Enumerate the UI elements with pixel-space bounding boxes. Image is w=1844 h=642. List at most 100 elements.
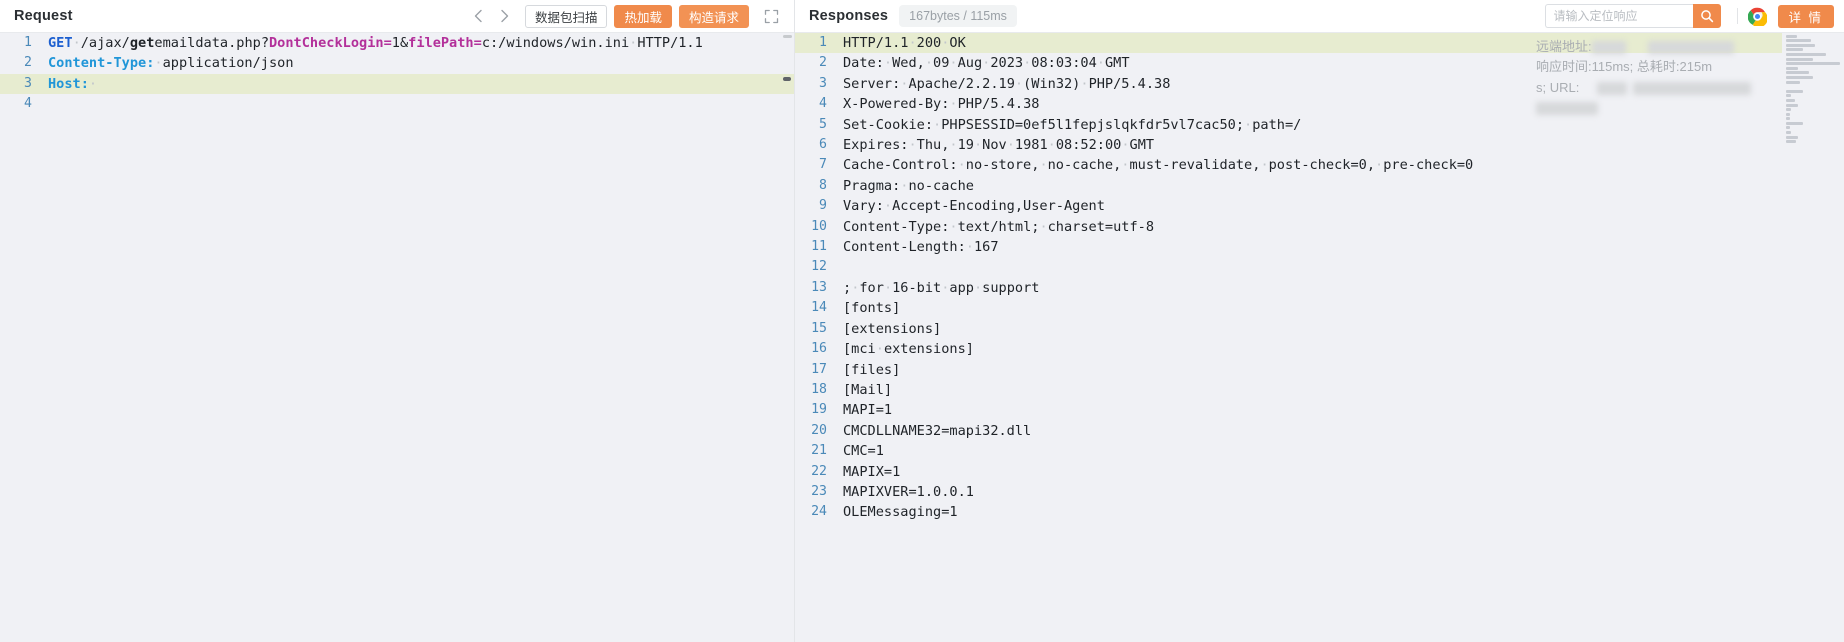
minimap-line xyxy=(1786,131,1792,135)
line-content: GET·/ajax/getemaildata.php?DontCheckLogi… xyxy=(48,33,794,53)
minimap-line xyxy=(1786,57,1814,61)
response-code-line: 12 xyxy=(795,257,1844,277)
line-number: 19 xyxy=(811,402,827,418)
line-content: ;·for·16-bit·app·support xyxy=(843,279,1040,296)
code-token: c:/windows/win.ini xyxy=(481,35,630,51)
code-token: HTTP/1.1 xyxy=(637,35,703,51)
line-number: 22 xyxy=(811,463,827,479)
response-code-line: 15[extensions] xyxy=(795,319,1844,339)
response-code-line: 4 X-Powered-By:·PHP/5.4.38 xyxy=(795,94,1844,114)
space-dot: · xyxy=(941,35,950,51)
line-number: 14 xyxy=(811,300,827,316)
line-content: Content-Type:·application/json xyxy=(48,53,794,73)
line-number: 6 xyxy=(819,137,827,153)
space-dot: · xyxy=(1047,137,1056,154)
response-panel-header: Responses 167bytes / 115ms xyxy=(795,0,1844,33)
line-content: [extensions] xyxy=(843,320,942,337)
line-content: Host:· xyxy=(48,74,794,94)
response-search-group xyxy=(1544,4,1721,28)
space-dot: · xyxy=(1260,157,1269,174)
line-content: MAPI=1 xyxy=(843,402,893,419)
hot-reload-button[interactable]: 热加载 xyxy=(614,4,672,28)
space-dot: · xyxy=(1244,116,1253,133)
line-number: 9 xyxy=(819,198,827,214)
line-content: OLEMessaging=1 xyxy=(843,504,958,521)
packet-scan-button[interactable]: 数据包扫描 xyxy=(524,4,608,28)
space-dot: · xyxy=(851,279,860,296)
line-number: 4 xyxy=(24,96,32,112)
response-code-line: 13 ;·for·16-bit·app·support xyxy=(795,278,1844,298)
space-dot: · xyxy=(1006,137,1015,154)
request-scroll-indicator[interactable] xyxy=(783,35,792,38)
line-number: 24 xyxy=(811,504,827,520)
code-token: /ajax/ xyxy=(80,35,130,51)
space-dot: · xyxy=(1121,137,1130,154)
space-dot: · xyxy=(875,341,884,358)
response-code-line: 18 [Mail] xyxy=(795,380,1844,400)
space-dot: · xyxy=(949,137,958,154)
line-number: 12 xyxy=(811,259,827,275)
line-content: Content-Length:·167 xyxy=(843,239,999,256)
line-number: 11 xyxy=(811,239,827,255)
response-panel-title: Responses xyxy=(809,8,889,24)
space-dot: · xyxy=(883,55,893,72)
space-dot: · xyxy=(973,137,983,154)
line-content: [fonts] xyxy=(843,300,901,317)
space-dot: · xyxy=(1096,55,1105,72)
space-dot: · xyxy=(1014,75,1024,92)
line-number: 17 xyxy=(811,361,827,377)
line-number: 18 xyxy=(811,381,827,397)
header-divider xyxy=(1736,8,1738,24)
line-number: 4 xyxy=(819,96,827,112)
space-dot: · xyxy=(900,75,909,92)
space-dot: · xyxy=(924,55,934,72)
expand-fullscreen-icon[interactable] xyxy=(758,3,784,29)
space-dot: · xyxy=(941,279,950,296)
next-request-icon[interactable] xyxy=(492,3,518,29)
chrome-browser-icon[interactable] xyxy=(1748,6,1768,26)
request-vertical-scrollbar-thumb[interactable] xyxy=(783,77,791,81)
prev-request-icon[interactable] xyxy=(466,3,492,29)
build-request-button[interactable]: 构造请求 xyxy=(678,4,749,28)
response-search-input[interactable] xyxy=(1544,4,1693,28)
code-minimap[interactable] xyxy=(1782,33,1844,642)
minimap-line xyxy=(1786,140,1797,144)
line-content: Cache-Control:·no-store,·no-cache,·must-… xyxy=(843,157,1474,174)
detail-button[interactable]: 详 情 xyxy=(1777,4,1834,28)
line-content: X-Powered-By:·PHP/5.4.38 xyxy=(843,96,1040,113)
space-dot: · xyxy=(982,55,991,72)
line-content: Content-Type:·text/html;·charset=utf-8 xyxy=(843,218,1155,235)
line-content: Date:·Wed,·09·Aug·2023·08:03:04·GMT xyxy=(843,55,1130,72)
space-dot: · xyxy=(965,239,974,256)
minimap-line xyxy=(1786,89,1804,93)
code-token: get xyxy=(129,35,155,51)
space-dot: · xyxy=(1039,218,1048,235)
line-content: Server:·Apache/2.2.19·(Win32)·PHP/5.4.38 xyxy=(843,75,1171,92)
search-icon[interactable] xyxy=(1692,4,1721,28)
line-number: 13 xyxy=(811,279,827,295)
minimap-line xyxy=(1786,121,1803,125)
request-panel-header: Request 数据包扫描 热加载 构造请求 xyxy=(0,0,794,33)
minimap-line xyxy=(1786,52,1827,56)
code-token: GET xyxy=(48,35,73,51)
minimap-line xyxy=(1786,71,1810,75)
response-code-line: 19 MAPI=1 xyxy=(795,400,1844,420)
code-token: DontCheckLogin xyxy=(269,35,384,51)
line-content: [Mail] xyxy=(843,381,893,398)
request-panel-title: Request xyxy=(14,8,73,24)
